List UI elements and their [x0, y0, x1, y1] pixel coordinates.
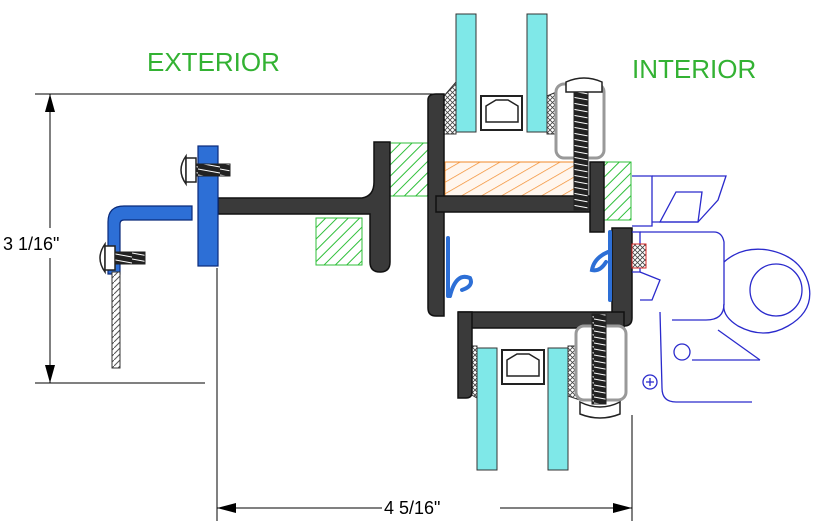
- blue-gaskets: [446, 230, 612, 302]
- mullion-profile: [217, 93, 633, 399]
- anchor-fasteners: [99, 153, 231, 275]
- thermal-break: [444, 161, 586, 197]
- interior-label: INTERIOR: [632, 54, 756, 84]
- height-dimension: 3 1/16": [3, 93, 438, 384]
- interior-seal-detail: [631, 243, 647, 269]
- width-dimension-text: 4 5/16": [384, 498, 440, 518]
- anchor-rod: [111, 271, 121, 369]
- width-dimension: 4 5/16": [216, 268, 633, 521]
- pressure-plate-screws: [554, 77, 628, 419]
- height-dimension-text: 3 1/16": [3, 234, 59, 254]
- exterior-label: EXTERIOR: [147, 47, 280, 77]
- interior-hardware: [632, 175, 811, 403]
- glass-panes: [455, 13, 569, 471]
- glass-spacers: [480, 95, 545, 385]
